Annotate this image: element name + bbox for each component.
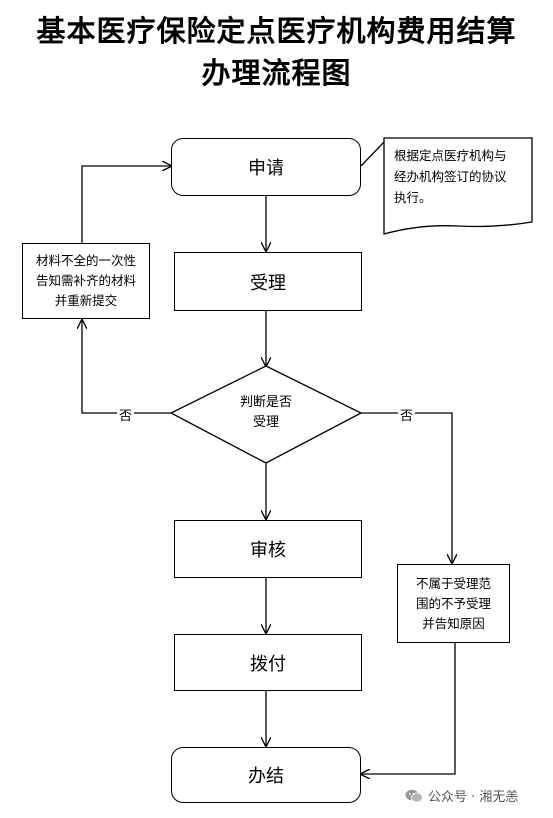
label-no-left: 否 [117,405,135,424]
step-finish: 办结 [171,747,361,803]
agreement-document-shape [383,137,533,235]
note-rejected-line-1: 不属于受理范 [415,575,491,591]
arrow-decision-rejected [361,412,452,563]
note-incomplete-line-3: 并重新提交 [54,293,118,308]
note-incomplete: 材料不全的一次性 告知需补齐的材料 并重新提交 [22,243,150,319]
step-pay-label: 拨付 [250,653,286,675]
decision-diamond [169,365,363,464]
arrow-decision-incomplete [82,320,171,414]
label-no-right: 否 [398,405,416,424]
step-accept-label: 受理 [250,272,286,294]
note-incomplete-line-2: 告知需补齐的材料 [35,273,136,288]
note-agreement: 根据定点医疗机构与 经办机构签订的协议 执行。 [394,145,530,208]
step-pay: 拨付 [174,634,362,691]
agreement-connector [360,141,385,167]
step-apply-label: 申请 [248,158,284,179]
note-rejected-line-2: 围的不予受理 [415,595,491,611]
note-rejected-line-3: 并告知原因 [422,615,485,631]
decision-label-line-2: 受理 [252,415,279,430]
step-accept: 受理 [174,252,362,311]
note-agreement-line-2: 经办机构签订的协议 [394,169,507,184]
note-rejected: 不属于受理范 围的不予受理 并告知原因 [397,564,510,643]
arrow-rejected-finish [361,643,456,774]
watermark-text: 公众号 · 湘无恙 [428,790,519,805]
note-agreement-line-1: 根据定点医疗机构与 [394,148,507,163]
title-line-1: 基本医疗保险定点医疗机构费用结算 [36,14,517,48]
wechat-icon [405,789,423,802]
step-apply: 申请 [171,138,361,196]
title-line-2: 办理流程图 [201,56,352,90]
step-finish-label: 办结 [248,766,284,787]
step-review: 审核 [174,520,362,578]
decision-label-line-1: 判断是否 [239,395,292,410]
note-incomplete-line-1: 材料不全的一次性 [35,253,136,268]
note-agreement-line-3: 执行。 [394,190,432,205]
arrow-incomplete-apply [81,166,171,243]
watermark: 公众号 · 湘无恙 [405,786,518,805]
step-review-label: 审核 [250,540,286,561]
decision-label: 判断是否 受理 [216,393,316,433]
